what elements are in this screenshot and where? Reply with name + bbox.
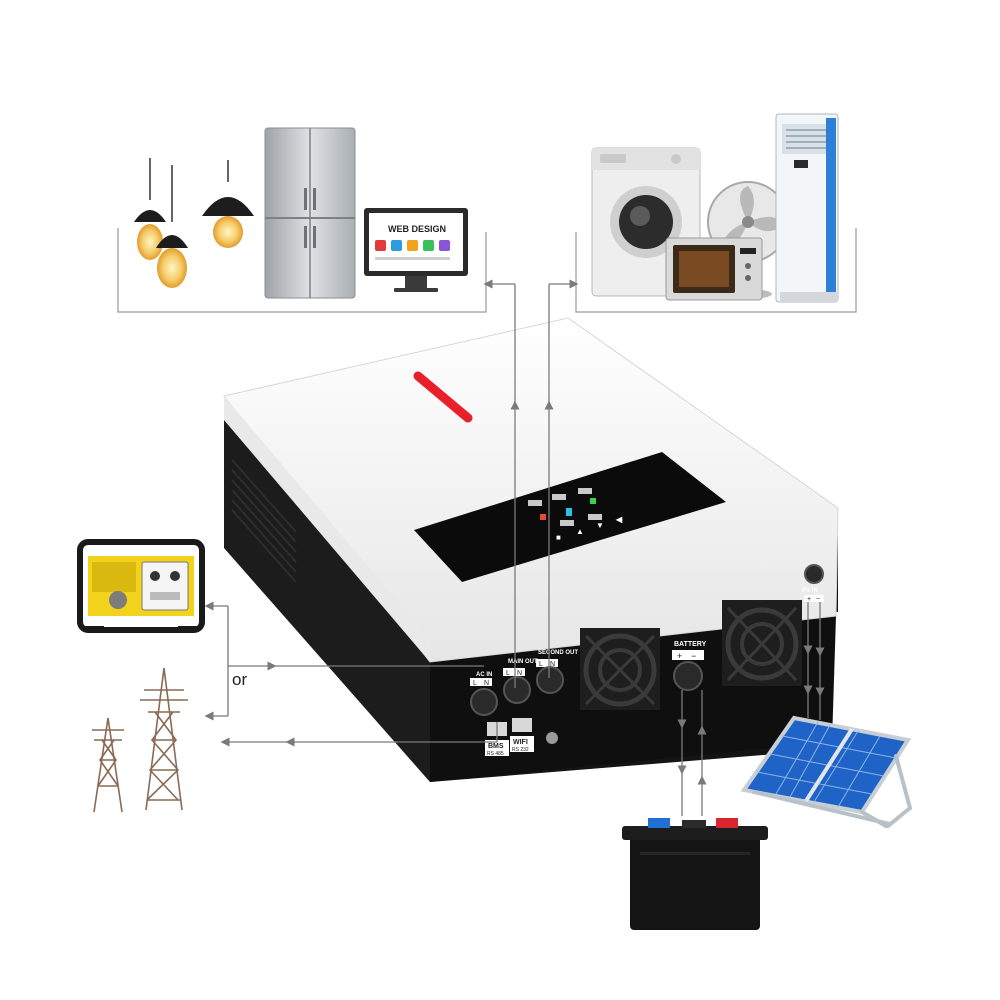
svg-text:▼: ▼ (596, 521, 604, 530)
pv-plus: + (807, 596, 811, 603)
second-out-label: SECOND OUT (538, 650, 578, 656)
second-out-n: N (550, 661, 555, 668)
grid-power-towers-icon (92, 667, 188, 813)
heavy-loads-bracket (575, 228, 857, 313)
ac-in-l: L (473, 680, 477, 687)
battery-port-label: BATTERY (674, 641, 707, 648)
hybrid-inverter: ■ ▲ ▼ ◀ AC IN MAIN OUT SECOND OUT (223, 317, 839, 782)
battery-minus: − (691, 651, 696, 661)
or-label: or (232, 670, 247, 689)
pv-terminal: PV IN + − (802, 564, 824, 603)
home-loads-bracket (117, 228, 487, 313)
ac-in-n: N (484, 680, 489, 687)
svg-text:◀: ◀ (615, 515, 623, 524)
pv-minus: − (816, 596, 820, 603)
wiring-connections (204, 279, 825, 816)
main-out-label: MAIN OUT (508, 659, 538, 665)
svg-text:▲: ▲ (576, 527, 584, 536)
svg-text:■: ■ (556, 533, 561, 542)
display-indicators: ■ ▲ ▼ ◀ (528, 488, 623, 542)
microwave-icon (665, 237, 763, 301)
second-out-l: L (539, 661, 543, 668)
battery-plus: + (677, 651, 682, 661)
pv-in-label: PV IN (802, 588, 818, 594)
battery-terminals: BATTERY + − (672, 641, 707, 691)
main-out-l: L (506, 670, 510, 677)
computer-monitor-icon: WEB DESIGN (364, 208, 468, 292)
bms-sublabel: RS 485 (487, 751, 504, 757)
ac-terminals: AC IN MAIN OUT SECOND OUT L N L N L N (470, 650, 578, 716)
heavy-loads-group (575, 113, 857, 313)
bms-label: BMS (488, 743, 504, 750)
main-out-n: N (517, 670, 522, 677)
inverter-display-panel (414, 452, 726, 582)
home-loads-group: WEB DESIGN (117, 127, 487, 313)
solar-panel-icon (740, 715, 912, 828)
generator-icon (77, 539, 205, 633)
cooling-fan-left (580, 628, 660, 710)
wifi-label: WIFI (513, 739, 528, 746)
battery-icon (622, 818, 768, 930)
cooling-fan-right (722, 600, 802, 686)
refrigerator-icon (264, 127, 356, 299)
comm-ports: BMS RS 485 WIFI RS 232 (485, 718, 558, 757)
ac-in-label: AC IN (476, 672, 492, 678)
air-conditioner-icon (775, 113, 839, 303)
monitor-screen-text: WEB DESIGN (388, 224, 446, 234)
pendant-lamps-icon (134, 158, 254, 288)
inverter-red-stripe (413, 371, 473, 423)
wifi-sublabel: RS 232 (512, 747, 529, 753)
